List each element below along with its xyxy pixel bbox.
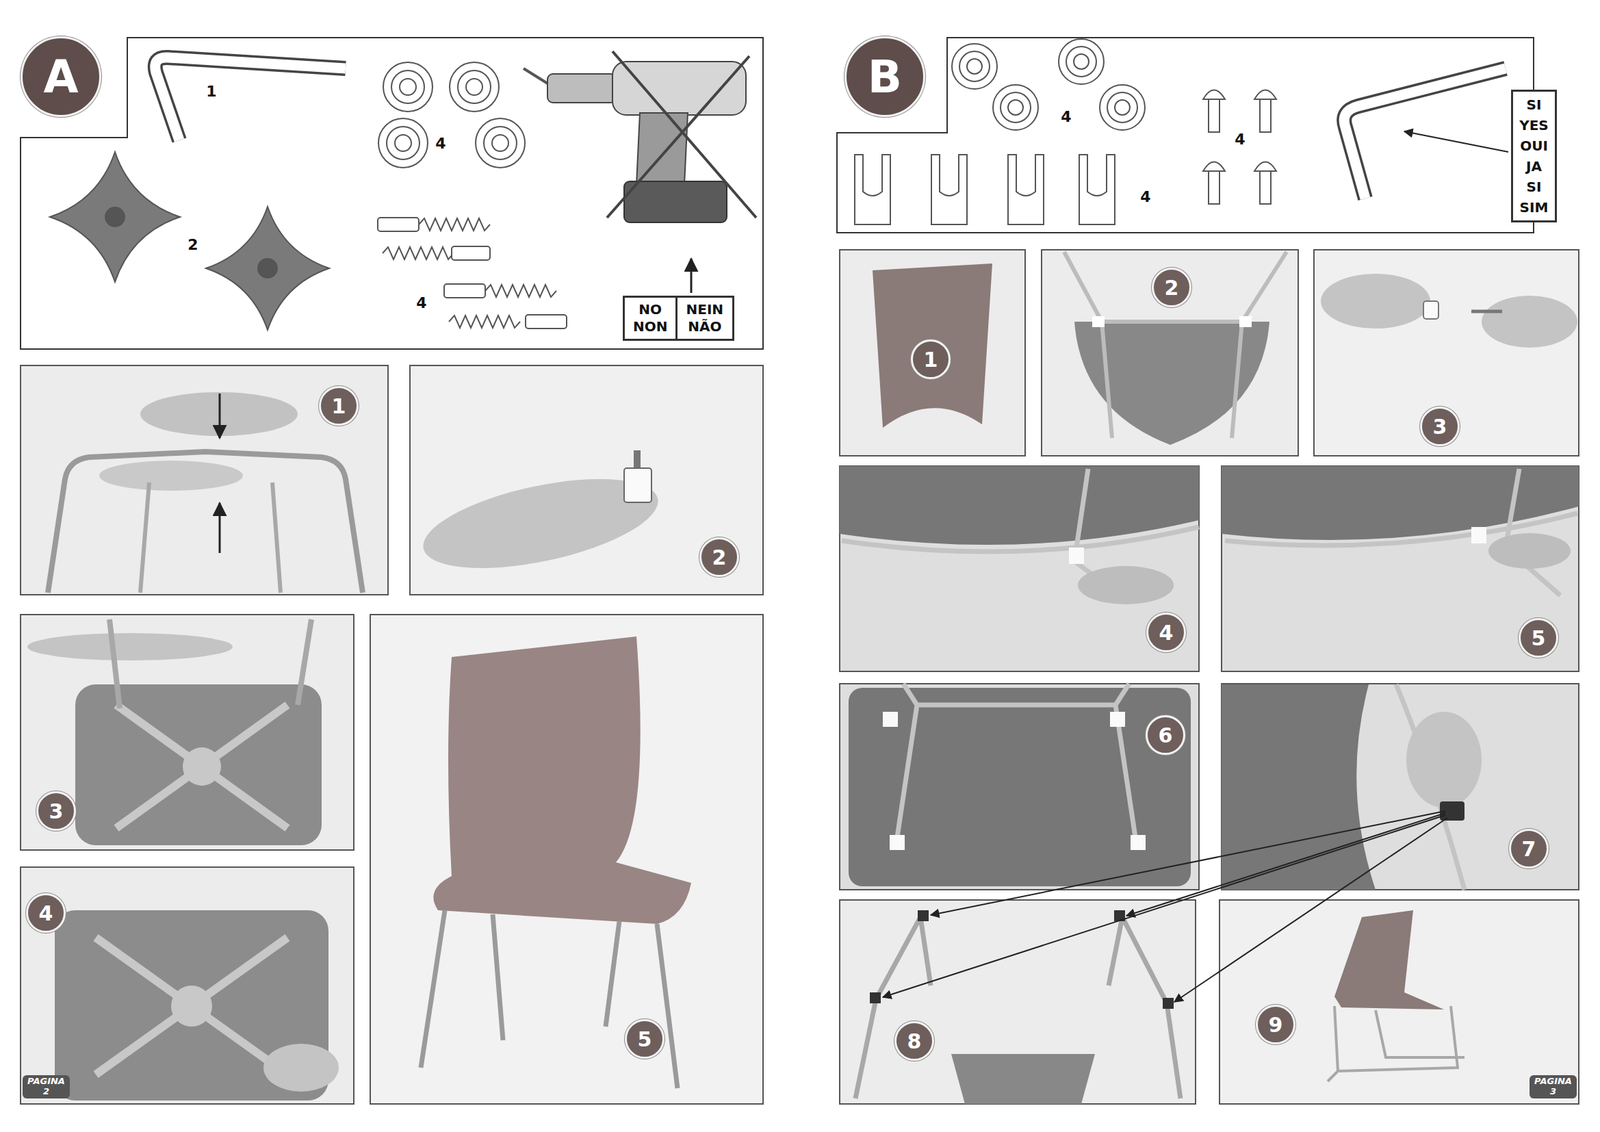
u-clip xyxy=(854,154,1115,225)
step-photo xyxy=(839,251,1579,1104)
node-text: PAGINA 2 xyxy=(27,1076,66,1098)
callout-number: 4 xyxy=(1060,109,1072,125)
photo-panel xyxy=(839,249,1579,1104)
node-text: 6 xyxy=(1158,723,1173,748)
section-badge: B xyxy=(844,36,926,118)
step-number: 5 xyxy=(1518,617,1559,658)
floor-glide xyxy=(378,62,525,168)
step-number: 2 xyxy=(1151,267,1192,308)
node-text: B xyxy=(867,50,902,104)
callout-number: 4 xyxy=(1234,132,1245,148)
spring-bolt xyxy=(377,217,567,329)
node-text: 4 xyxy=(1159,620,1174,645)
callout-number: 1 xyxy=(205,84,217,100)
node-text: 3 xyxy=(49,799,64,824)
node-text: 2 xyxy=(712,545,727,570)
allen-key xyxy=(1344,68,1509,199)
page-number: PAGINA 2 xyxy=(22,1075,70,1099)
node-text: SI YES OUI JA SI SIM xyxy=(1519,94,1549,218)
node-text: 7 xyxy=(1521,836,1537,861)
node-text: 1 xyxy=(923,347,939,372)
screw xyxy=(1203,90,1277,205)
node-text: 8 xyxy=(907,1029,922,1054)
approval-box: SI YES OUI JA SI SIM xyxy=(1511,89,1557,223)
node-text: A xyxy=(43,50,79,104)
step-number: 3 xyxy=(1420,406,1460,447)
node-text: 4 xyxy=(39,901,54,926)
step-number: 2 xyxy=(699,537,740,577)
step-number: 1 xyxy=(910,339,951,380)
step-number: 8 xyxy=(894,1021,935,1061)
parts-box xyxy=(20,37,764,350)
step-number: 5 xyxy=(624,1018,665,1059)
step-number: 4 xyxy=(26,893,66,933)
node-text: 2 xyxy=(1164,275,1180,300)
callout-number: 4 xyxy=(435,136,446,152)
node-text: NEIN NÃO xyxy=(675,297,732,339)
callout-number: 4 xyxy=(1140,189,1151,205)
callout-number: 2 xyxy=(187,237,198,253)
parts-box xyxy=(836,37,1534,233)
node-text: PAGINA 3 xyxy=(1534,1076,1572,1098)
node-text: 3 xyxy=(1433,414,1448,439)
step-number: 1 xyxy=(318,385,359,426)
warning-box: NO NONNEIN NÃO xyxy=(622,295,735,341)
node-text: NO NON xyxy=(624,297,676,339)
node-text: 5 xyxy=(637,1027,653,1052)
step-number: 7 xyxy=(1508,828,1549,869)
page-number: PAGINA 3 xyxy=(1529,1075,1577,1099)
step-photo xyxy=(27,392,692,1101)
star-base xyxy=(49,151,330,330)
node-text: 1 xyxy=(331,394,347,419)
allen-key xyxy=(155,57,346,141)
node-text: 5 xyxy=(1531,626,1546,651)
photo-panel xyxy=(20,365,764,1104)
step-number: 6 xyxy=(1145,715,1186,755)
node-text: 9 xyxy=(1268,1012,1284,1037)
floor-glide xyxy=(951,39,1145,131)
step-number: 4 xyxy=(1146,612,1186,653)
section-badge: A xyxy=(20,36,102,118)
step-number: 3 xyxy=(36,791,76,831)
drill-crossed-out xyxy=(523,51,757,293)
callout-number: 4 xyxy=(416,295,427,311)
step-number: 9 xyxy=(1255,1004,1296,1045)
